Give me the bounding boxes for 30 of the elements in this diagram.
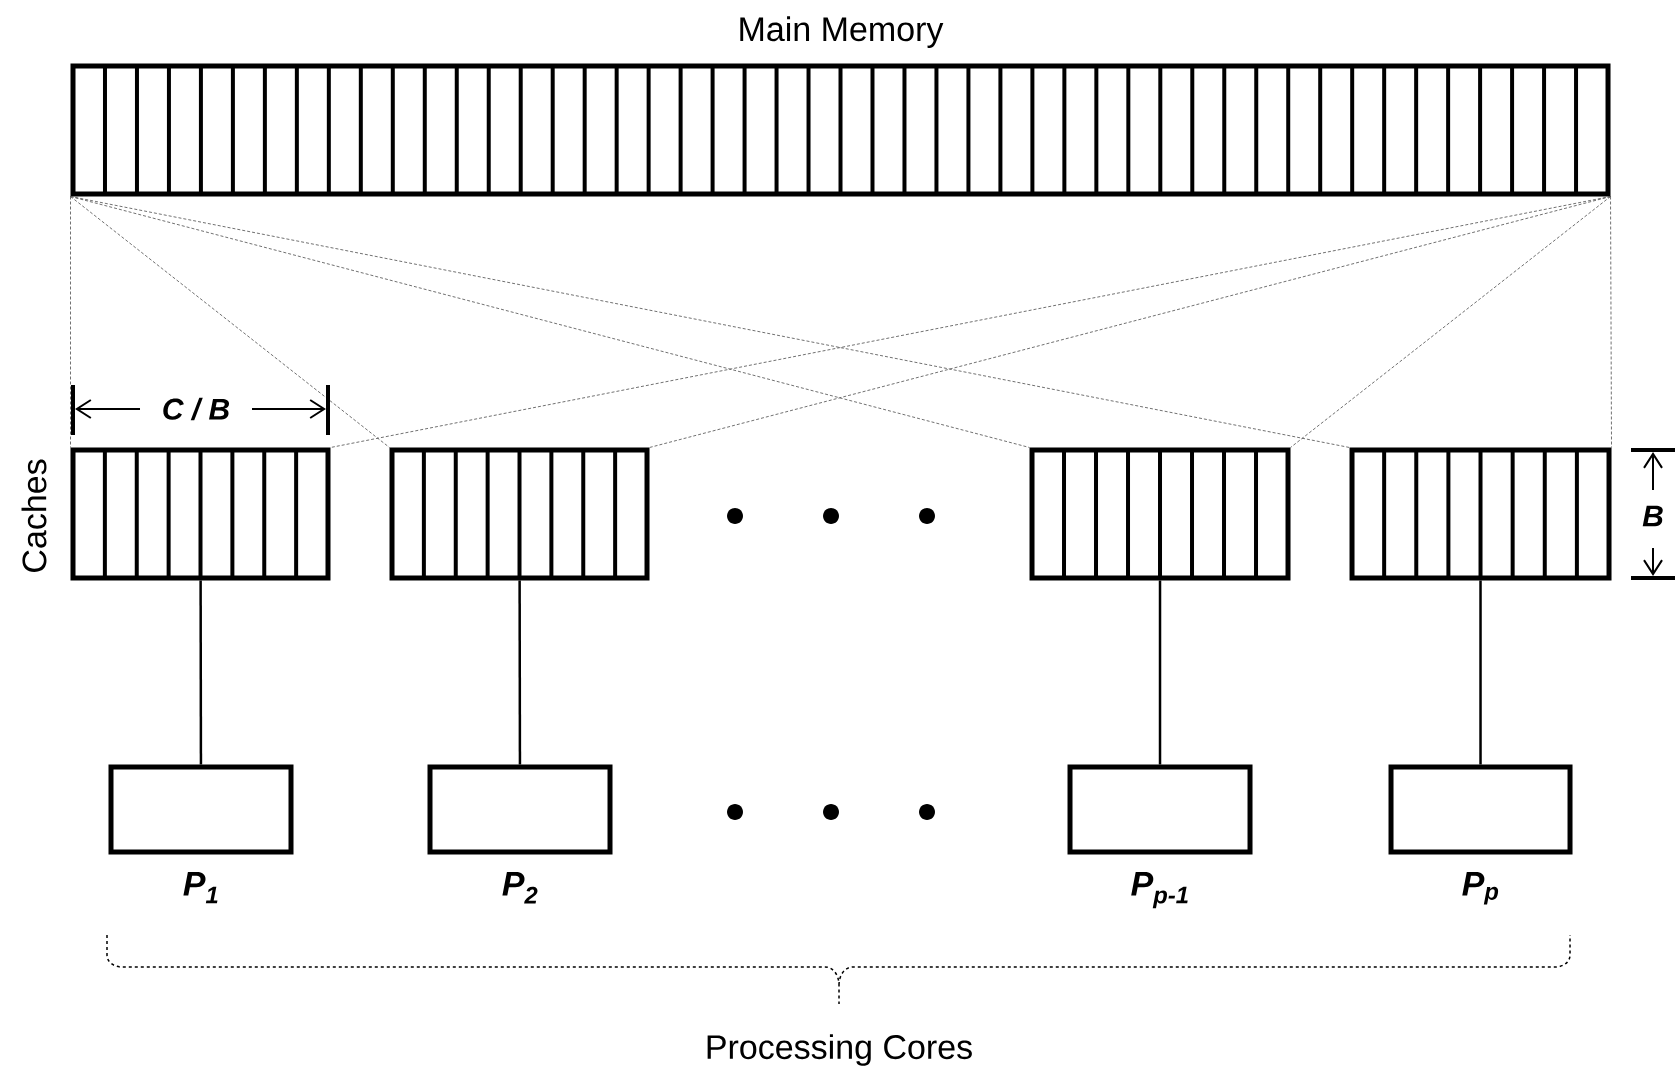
- projection-line: [70, 196, 390, 448]
- node-label: P$_{p-1}$: [1131, 872, 1188, 909]
- projection-line: [330, 196, 1611, 448]
- projection-line: [70, 196, 1030, 448]
- dimension-label: C / B: [163, 397, 230, 421]
- connector-line: [199, 580, 203, 765]
- group-label: Processing Cores: [707, 1034, 972, 1066]
- connector-line: [1158, 580, 1162, 765]
- cache-array: [389, 447, 650, 581]
- node-label: P$_{1}$: [183, 872, 218, 904]
- projection-line: [1290, 196, 1611, 448]
- cache-array: [1349, 447, 1612, 581]
- projection-line: [70, 196, 71, 448]
- projection-line: [70, 196, 1350, 448]
- cache-array: [1029, 447, 1291, 581]
- processor-box: P$_{1}$: [108, 764, 294, 904]
- connector-line: [518, 580, 522, 765]
- processor-box: P$_{p}$: [1388, 764, 1573, 905]
- axis-label: Caches: [21, 459, 47, 572]
- projection-line: [649, 196, 1611, 448]
- processor-box: P$_{2}$: [427, 764, 613, 904]
- memory-array: Main Memory: [70, 16, 1611, 197]
- node-label: P$_{2}$: [502, 872, 538, 904]
- projection-line: [1610, 196, 1612, 448]
- node-label: P$_{p}$: [1462, 872, 1499, 905]
- processor-box: P$_{p-1}$: [1067, 764, 1253, 909]
- cache-array: [70, 447, 331, 581]
- node-label: Main Memory: [740, 16, 944, 48]
- dimension-label: B: [1642, 505, 1663, 527]
- connector-line: [1479, 580, 1482, 765]
